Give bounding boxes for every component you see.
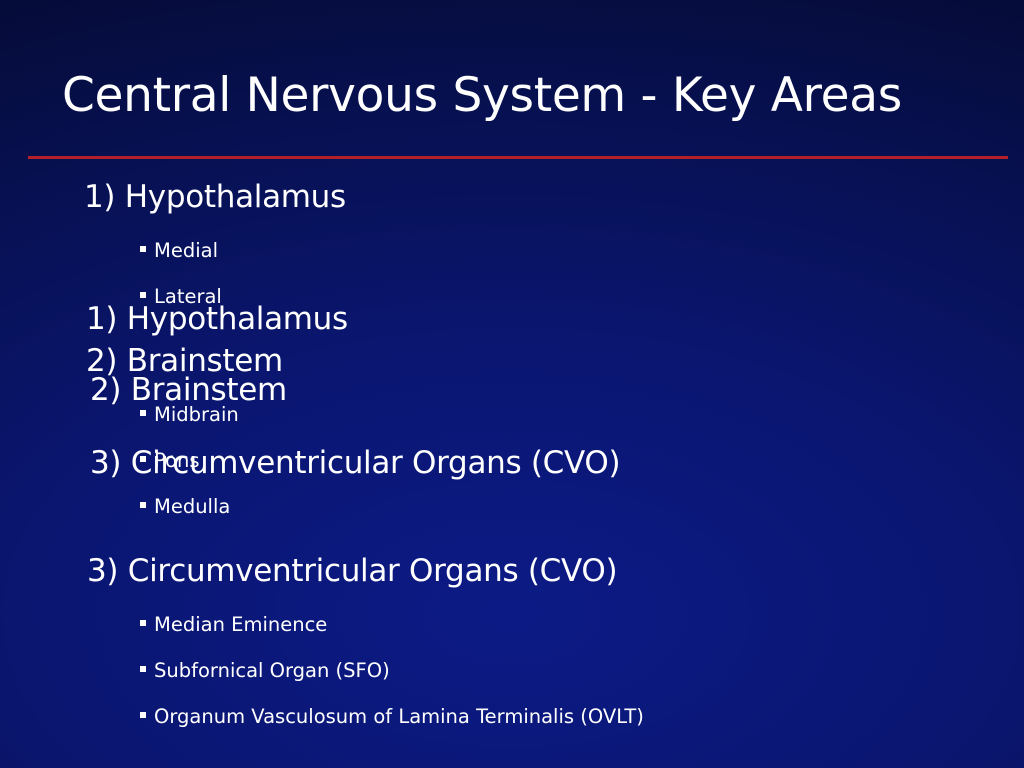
list-item-label: Medulla <box>154 495 231 518</box>
bullet-marker <box>140 619 146 626</box>
bullet-marker <box>140 245 146 252</box>
overlay-heading-hypothalamus: 1) Hypothalamus <box>86 301 348 337</box>
overlay-heading-cvo: 3) Circumventricular Organs (CVO) <box>90 445 621 481</box>
list-item-label: Pons <box>154 449 200 472</box>
list-item-label: Organum Vasculosum of Lamina Terminalis … <box>154 705 644 728</box>
section-heading-cvo: 3) Circumventricular Organs (CVO) <box>87 553 618 589</box>
list-item-label: Midbrain <box>154 403 239 426</box>
list-item: Pons <box>140 449 200 473</box>
bullet-marker <box>140 409 146 416</box>
list-item-label: Lateral <box>154 285 222 308</box>
bullet-marker <box>140 455 146 462</box>
bullet-marker <box>140 291 146 298</box>
list-item: Medulla <box>140 495 230 519</box>
list-item: Midbrain <box>140 403 239 427</box>
list-item-label: Medial <box>154 239 218 262</box>
section-heading-hypothalamus: 1) Hypothalamus <box>84 179 346 215</box>
section-heading-brainstem: 2) Brainstem <box>86 343 283 379</box>
list-item: Medial <box>140 239 218 263</box>
slide-title: Central Nervous System - Key Areas <box>62 68 902 123</box>
list-item: Median Eminence <box>140 613 327 637</box>
bullet-marker <box>140 501 146 508</box>
bullet-marker <box>140 711 146 718</box>
list-item: Subfornical Organ (SFO) <box>140 659 390 683</box>
list-item: Organum Vasculosum of Lamina Terminalis … <box>140 705 644 729</box>
title-divider <box>28 156 1008 159</box>
overlay-heading-brainstem: 2) Brainstem <box>90 372 287 408</box>
list-item: Lateral <box>140 285 222 309</box>
list-item-label: Median Eminence <box>154 613 328 636</box>
bullet-marker <box>140 665 146 672</box>
list-item-label: Subfornical Organ (SFO) <box>154 659 390 682</box>
